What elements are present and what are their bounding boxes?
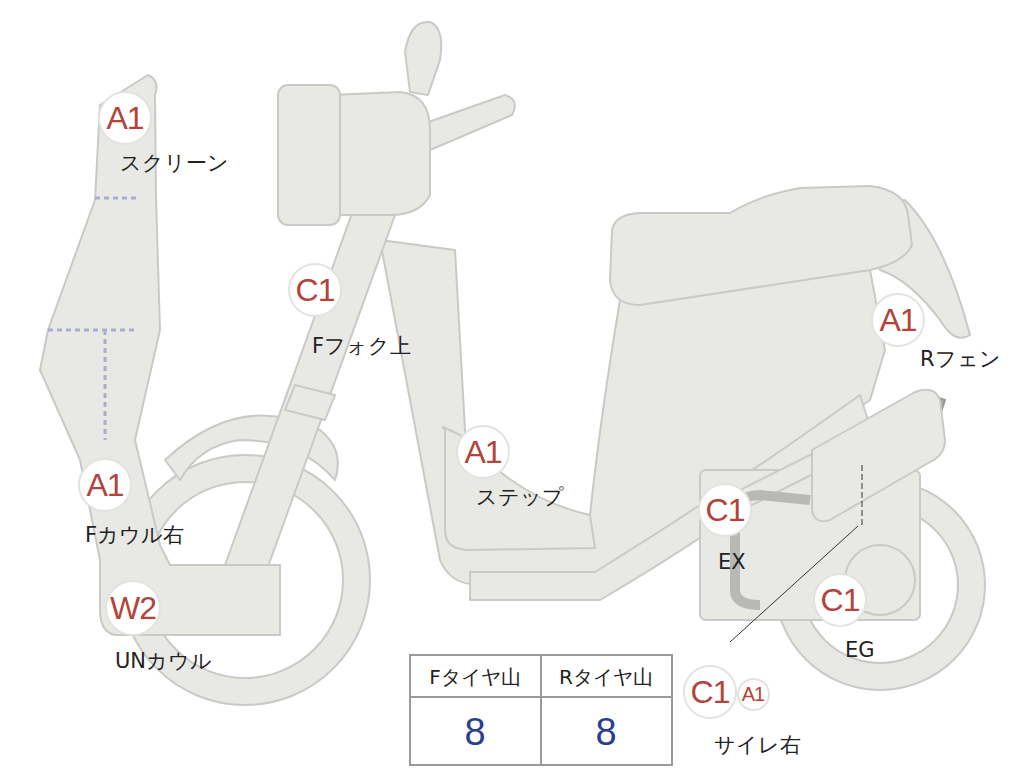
callout-circle: A1Fカウル右: [78, 458, 132, 512]
step-floor: [443, 427, 596, 550]
callout-circle: C1Fフォク上: [288, 263, 342, 317]
front-cowl: [40, 75, 280, 635]
seat: [610, 186, 912, 305]
callout-circle: A1スクリーン: [98, 91, 152, 145]
callout-code: A1: [106, 102, 143, 134]
leader-lines: [730, 465, 862, 642]
part-label: スクリーン: [120, 152, 229, 175]
callout-code: A1: [879, 304, 916, 336]
part-label: EX: [718, 551, 746, 574]
part-label: サイレ右: [714, 734, 801, 757]
tire-table: [410, 655, 672, 765]
table-cell: Fタイヤ山: [429, 667, 521, 687]
callout-circle: C1サイレ右: [683, 665, 737, 719]
part-label: UNカウル: [115, 650, 212, 673]
callout-code: C1: [296, 274, 335, 306]
part-label: Fカウル右: [85, 524, 184, 547]
muffler: [812, 390, 945, 521]
table-cell: Rタイヤ山: [559, 667, 653, 687]
callout-circle: W2UNカウル: [105, 580, 161, 636]
fork-clamp: [285, 385, 335, 420]
callout-circle: A1: [737, 678, 770, 711]
callout-code: A1: [86, 469, 123, 501]
mirror: [405, 22, 441, 95]
callout-code: A1: [742, 684, 764, 704]
headlight: [278, 85, 340, 225]
handle-cover: [330, 92, 430, 215]
callout-code: W2: [110, 592, 156, 624]
front-fork: [225, 205, 395, 575]
callout-circle: C1EX: [698, 483, 752, 537]
table-cell: 8: [464, 713, 485, 751]
callout-circle: C1EG: [813, 573, 867, 627]
part-label: Fフォク上: [312, 335, 411, 358]
part-label: Rフェン: [920, 348, 1001, 371]
part-label: EG: [845, 639, 875, 662]
callout-code: C1: [706, 494, 745, 526]
panel-dividers: [48, 198, 140, 440]
callout-code: A1: [464, 436, 501, 468]
handlebar: [420, 95, 515, 150]
callout-code: C1: [821, 584, 860, 616]
callout-circle: A1ステップ: [456, 425, 510, 479]
table-cell: 8: [595, 713, 616, 751]
part-label: ステップ: [476, 486, 564, 509]
callout-code: C1: [691, 676, 730, 708]
callout-circle: A1Rフェン: [871, 293, 925, 347]
